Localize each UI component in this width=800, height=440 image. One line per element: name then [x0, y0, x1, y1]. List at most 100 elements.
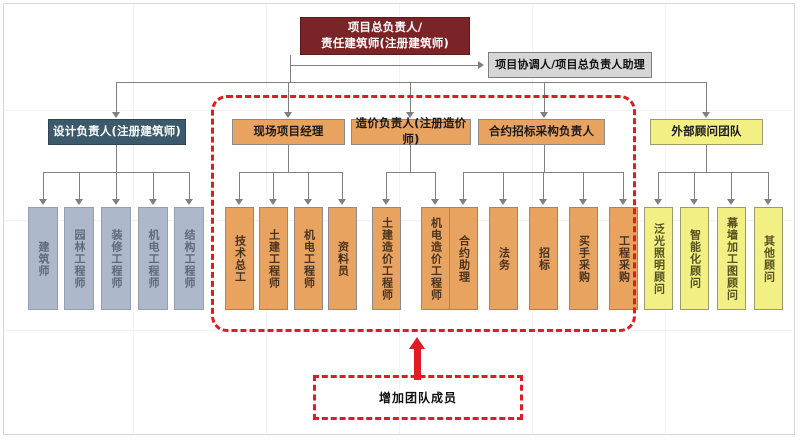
leaf-external-0[interactable]: 泛光照明顾问	[644, 207, 673, 310]
leaf-contract-3[interactable]: 买手采购	[569, 207, 598, 310]
leaf-design-1[interactable]: 园林工程师	[64, 207, 94, 310]
arrow-down-design-leaf-4	[185, 199, 193, 205]
leaf-contract-3-label: 买手采购	[577, 234, 591, 283]
leaf-cost-1[interactable]: 机电造价工程师	[421, 207, 450, 310]
leaf-external-1[interactable]: 智能化顾问	[680, 207, 709, 310]
connector-drop-design	[116, 82, 117, 114]
connector-design-leaf-4	[189, 172, 190, 201]
leaf-contract-1[interactable]: 法务	[489, 207, 518, 310]
leaf-site-2[interactable]: 机电工程师	[294, 207, 323, 310]
gridline-h1	[4, 110, 792, 111]
red-arrow-head-icon	[409, 337, 425, 349]
leaf-external-3[interactable]: 其他顾问	[754, 207, 783, 310]
leaf-contract-0[interactable]: 合约助理	[449, 207, 478, 310]
callout-add-team-member[interactable]: 增加团队成员	[313, 375, 523, 420]
node-project-director[interactable]: 项目总负责人/ 责任建筑师(注册建筑师)	[300, 17, 470, 55]
leaf-cost-0[interactable]: 土建造价工程师	[372, 207, 401, 310]
arrow-down-site-leaf-2	[304, 199, 312, 205]
connector-cost-leaf-1	[435, 172, 436, 201]
connector-design-leaf-3	[153, 172, 154, 201]
node-site-manager[interactable]: 现场项目经理	[232, 119, 345, 145]
leaf-site-3[interactable]: 资料员	[328, 207, 357, 310]
node-design-lead[interactable]: 设计负责人(注册建筑师)	[48, 119, 186, 145]
gridline-h3	[4, 330, 792, 331]
node-contract-lead[interactable]: 合约招标采构负责人	[478, 119, 605, 145]
connector-contract-stem	[544, 145, 545, 172]
node-project-director-line1: 项目总负责人/	[347, 20, 423, 35]
connector-contract-leaf-3	[583, 172, 584, 201]
leaf-design-3[interactable]: 机电工程师	[138, 207, 168, 310]
arrow-down-contract-leaf-0	[459, 199, 467, 205]
connector-site-leaf-0	[239, 172, 240, 201]
connector-design-stem	[116, 145, 117, 172]
leaf-external-2[interactable]: 幕墙加工图顾问	[717, 207, 746, 310]
arrow-down-cost	[406, 112, 414, 118]
connector-external-leaf-1	[694, 172, 695, 201]
leaf-design-2-label: 装修工程师	[110, 228, 124, 289]
connector-top-stem	[290, 55, 291, 82]
connector-site-bus	[239, 172, 342, 173]
arrow-down-site-leaf-3	[338, 199, 346, 205]
arrow-down-contract-leaf-2	[539, 199, 547, 205]
connector-site-leaf-2	[308, 172, 309, 201]
arrow-down-design-leaf-2	[112, 199, 120, 205]
connector-level2-bus	[116, 82, 706, 83]
arrow-right-coordinator	[478, 61, 484, 69]
leaf-external-0-label: 泛光照明顾问	[652, 222, 666, 295]
connector-contract-leaf-0	[463, 172, 464, 201]
node-cost-lead[interactable]: 造价负责人(注册造价师)	[351, 116, 471, 146]
node-external-team[interactable]: 外部顾问团队	[650, 119, 763, 145]
node-cost-lead-label: 造价负责人(注册造价师)	[355, 116, 467, 146]
connector-design-leaf-0	[43, 172, 44, 201]
arrow-down-contract-leaf-4	[619, 199, 627, 205]
leaf-site-0-label: 技术总工	[233, 234, 247, 283]
leaf-contract-4[interactable]: 工程采购	[609, 207, 638, 310]
connector-drop-site	[288, 82, 289, 114]
arrow-down-design-leaf-0	[39, 199, 47, 205]
leaf-design-1-label: 园林工程师	[73, 228, 87, 289]
leaf-site-3-label: 资料员	[336, 240, 350, 277]
leaf-site-1-label: 土建工程师	[267, 228, 281, 289]
leaf-contract-2[interactable]: 招标	[529, 207, 558, 310]
connector-site-leaf-3	[342, 172, 343, 201]
node-project-coordinator[interactable]: 项目协调人/项目总负责人助理	[488, 52, 652, 78]
arrow-down-design	[112, 112, 120, 118]
connector-site-stem	[288, 145, 289, 172]
node-site-manager-label: 现场项目经理	[253, 124, 324, 139]
connector-external-bus	[658, 172, 768, 173]
leaf-cost-1-label: 机电造价工程师	[429, 216, 443, 301]
connector-contract-leaf-2	[543, 172, 544, 201]
leaf-external-1-label: 智能化顾问	[688, 228, 702, 289]
arrow-down-cost-leaf-1	[431, 199, 439, 205]
leaf-contract-1-label: 法务	[497, 246, 511, 271]
connector-drop-cost	[410, 82, 411, 114]
arrow-down-contract	[540, 112, 548, 118]
leaf-design-4[interactable]: 结构工程师	[174, 207, 204, 310]
connector-site-leaf-1	[273, 172, 274, 201]
node-design-lead-label: 设计负责人(注册建筑师)	[53, 124, 181, 139]
leaf-external-3-label: 其他顾问	[762, 234, 776, 283]
leaf-design-0-label: 建筑师	[37, 240, 51, 277]
leaf-site-1[interactable]: 土建工程师	[259, 207, 288, 310]
arrow-down-external-leaf-0	[654, 199, 662, 205]
arrow-down-contract-leaf-1	[499, 199, 507, 205]
connector-external-leaf-3	[768, 172, 769, 201]
leaf-contract-2-label: 招标	[537, 246, 551, 271]
arrow-down-external	[702, 112, 710, 118]
leaf-design-0[interactable]: 建筑师	[28, 207, 58, 310]
connector-to-coordinator	[290, 65, 478, 66]
arrow-down-design-leaf-1	[75, 199, 83, 205]
connector-cost-leaf-0	[386, 172, 387, 201]
arrow-down-site-leaf-1	[269, 199, 277, 205]
arrow-down-cost-leaf-0	[382, 199, 390, 205]
red-arrow-stem	[414, 348, 421, 380]
node-external-team-label: 外部顾问团队	[671, 124, 742, 139]
node-contract-lead-label: 合约招标采构负责人	[488, 124, 595, 139]
leaf-design-2[interactable]: 装修工程师	[101, 207, 131, 310]
callout-add-team-member-label: 增加团队成员	[378, 391, 457, 405]
arrow-down-site	[284, 112, 292, 118]
arrow-down-external-leaf-2	[727, 199, 735, 205]
leaf-contract-4-label: 工程采购	[617, 234, 631, 283]
leaf-site-0[interactable]: 技术总工	[225, 207, 254, 310]
connector-cost-stem	[410, 145, 411, 172]
